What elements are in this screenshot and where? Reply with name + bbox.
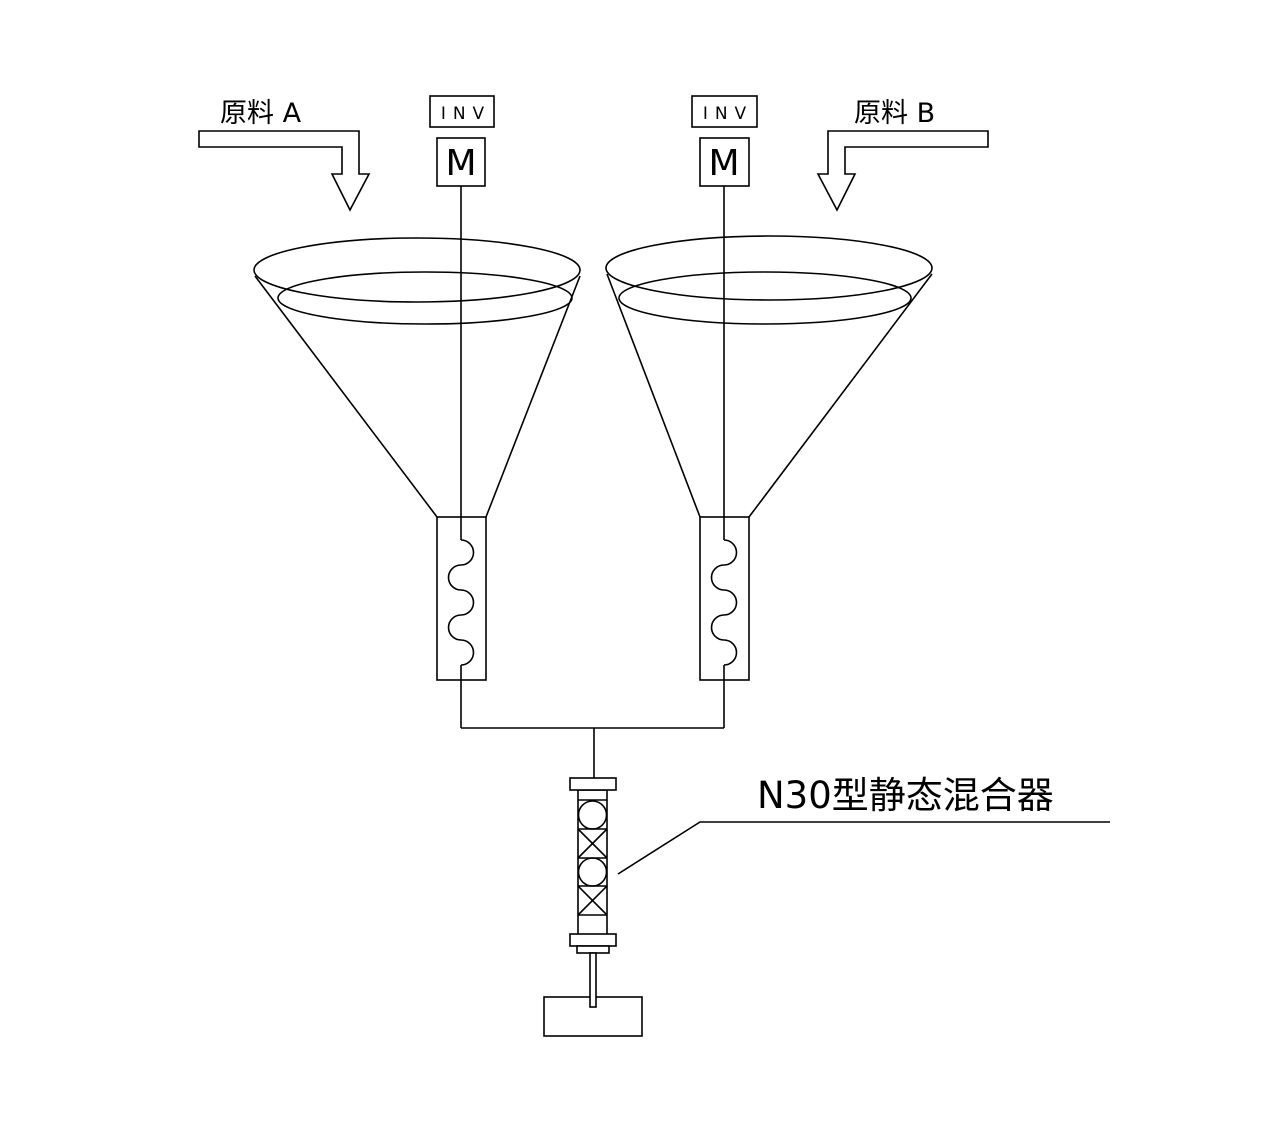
discharge-nozzle bbox=[589, 952, 597, 1008]
right-hopper bbox=[605, 235, 933, 518]
right-motor-label: M bbox=[708, 143, 739, 184]
right-screw-feeder bbox=[699, 186, 750, 728]
material-a-arrow bbox=[198, 130, 371, 212]
material-a-label: 原料 A bbox=[220, 98, 302, 129]
material-b-arrow bbox=[816, 130, 989, 212]
right-inverter-box bbox=[691, 95, 758, 128]
left-hopper bbox=[253, 237, 581, 518]
static-mixer bbox=[569, 777, 617, 954]
left-screw-feeder bbox=[436, 186, 487, 728]
left-motor-label: M bbox=[445, 143, 476, 184]
right-inverter-label: INV bbox=[703, 104, 753, 124]
material-b-label: 原料 B bbox=[854, 98, 935, 129]
mixer-label: N30型静态混合器 bbox=[757, 774, 1054, 817]
left-inverter-label: INV bbox=[441, 104, 491, 124]
left-inverter-box bbox=[429, 95, 495, 128]
mixer-leader-line bbox=[617, 821, 1110, 875]
